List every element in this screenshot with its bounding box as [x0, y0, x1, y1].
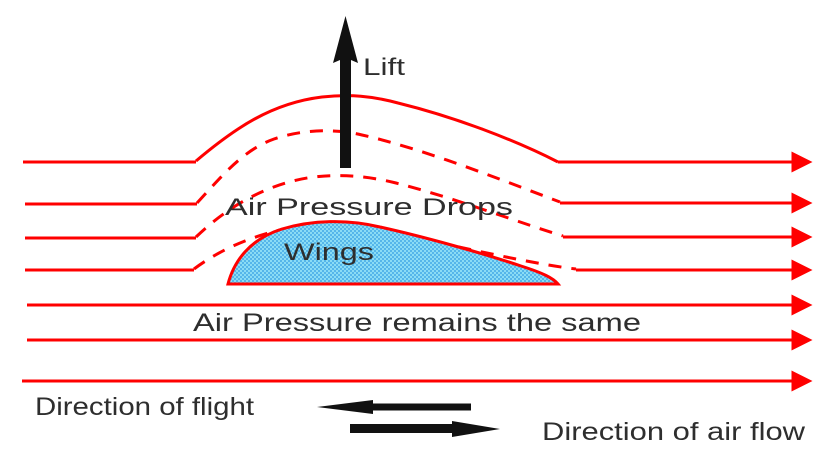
airflow-direction-arrow-icon — [350, 421, 500, 437]
flight-direction-arrow-icon — [317, 400, 471, 414]
lift-arrow-icon — [333, 16, 358, 168]
air-pressure-same-label: Air Pressure remains the same — [193, 309, 641, 337]
streamline-1-hump-curve — [195, 94, 559, 164]
air-pressure-drops-label: Air Pressure Drops — [225, 194, 513, 221]
streamline-2-dashed-arc — [195, 129, 561, 205]
direction-of-flight-label: Direction of flight — [35, 393, 254, 421]
lift-label: Lift — [363, 54, 405, 81]
wings-label: Wings — [284, 239, 374, 266]
direction-of-air-flow-label: Direction of air flow — [542, 418, 806, 446]
streamline-3-dashed-arc — [194, 174, 564, 239]
wing-airfoil-shape — [226, 220, 562, 286]
